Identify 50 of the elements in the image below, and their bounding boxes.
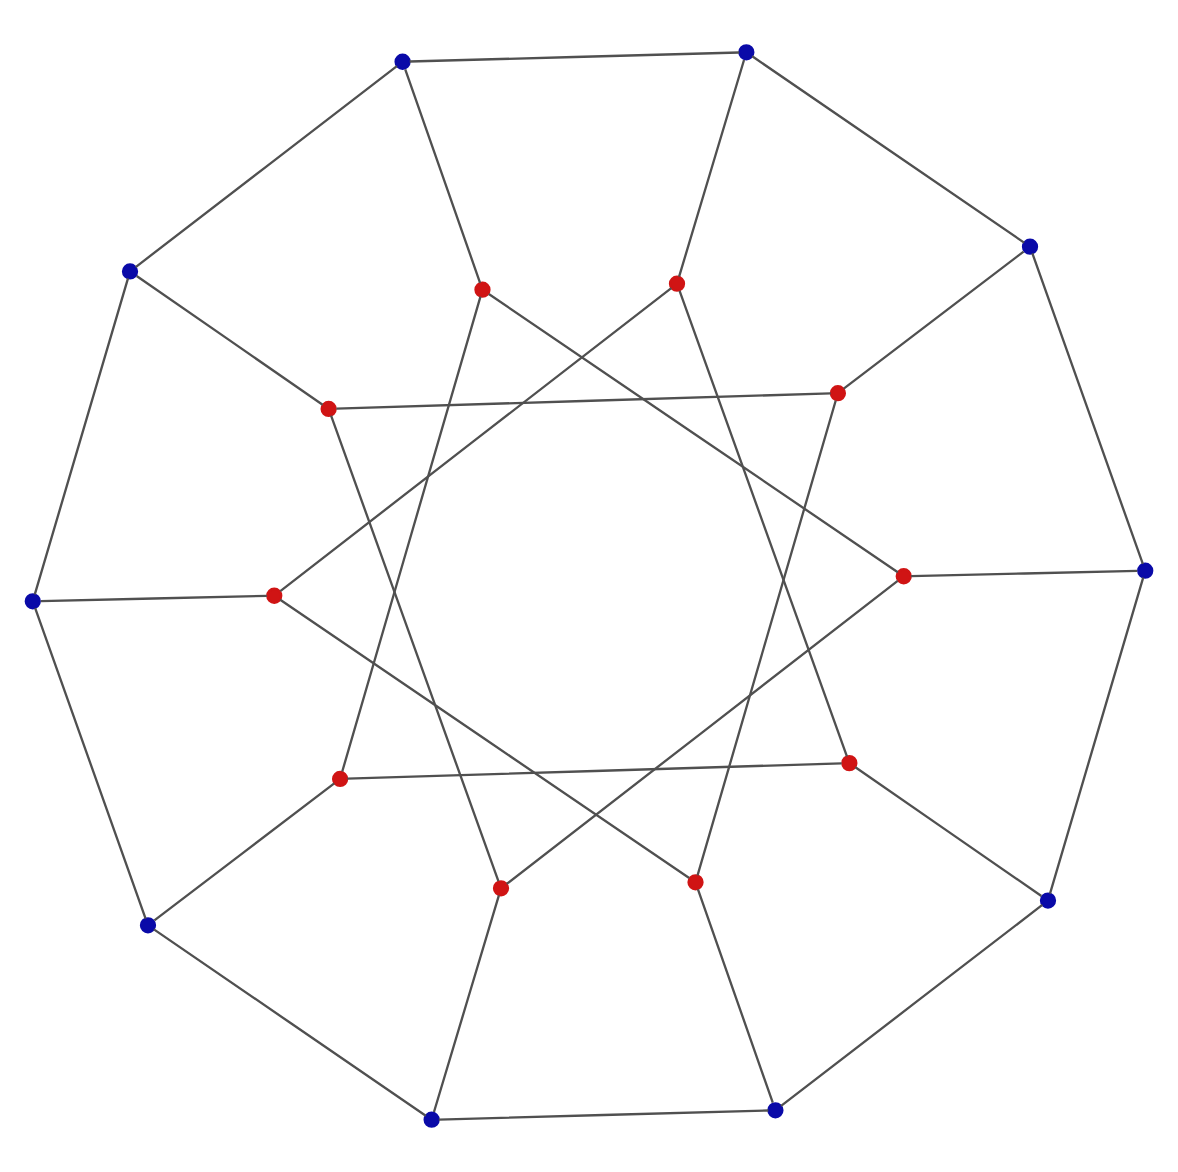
node-circle [767,1102,784,1119]
connector [279,287,672,592]
node-circle [492,880,510,897]
connector [330,415,500,882]
node-circle [668,275,686,292]
node-circle [687,874,704,891]
node-circle [474,281,491,298]
node-circle [394,53,411,70]
node-circle [1021,238,1039,255]
connector [336,392,831,410]
node-circle [1137,562,1154,579]
connector [279,598,690,879]
connector [1031,253,1144,565]
node-circle [331,770,349,788]
node-circle [895,568,912,585]
node-circle [121,263,139,280]
connector [40,594,267,603]
connector [135,275,324,406]
connector [153,928,427,1117]
connector [696,888,774,1104]
connector [854,766,1043,897]
node-circle [829,385,847,402]
connector [432,895,500,1113]
node-circle [1039,892,1057,909]
connector [678,59,746,277]
connector [678,290,848,757]
connector [438,1109,769,1121]
connector [751,55,1025,244]
node-circle [266,587,283,604]
connector [404,68,482,284]
node-circle [738,44,755,61]
node-circle [24,593,41,610]
node-circle [139,917,157,934]
connector [506,580,899,885]
node-circle [841,755,858,772]
connector [347,762,842,780]
connector [696,400,837,876]
connector [134,65,398,268]
connector [34,607,147,919]
connector [153,782,335,922]
connector [341,296,482,772]
connector [488,293,899,574]
connector [409,51,740,63]
connector [33,278,130,595]
node-circle [423,1111,440,1128]
connector [911,569,1138,578]
connector [1048,577,1145,894]
connector [780,904,1044,1107]
connector [843,250,1025,390]
node-circle [320,400,337,418]
